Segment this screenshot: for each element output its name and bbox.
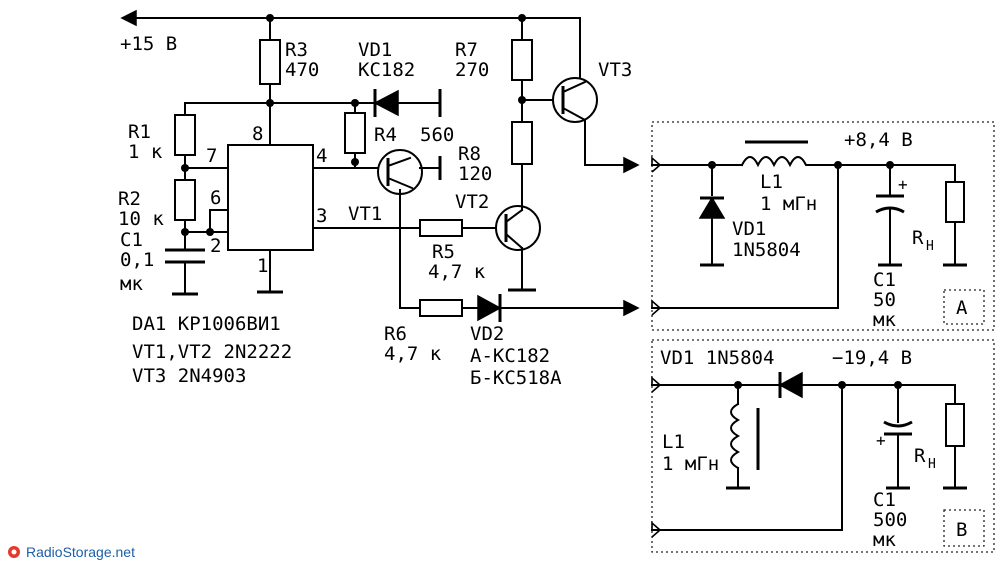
panel-a-vd1-value: 1N5804 <box>732 239 801 261</box>
pin-6: 6 <box>210 187 221 209</box>
pin-3: 3 <box>316 205 327 227</box>
panel-a-rh <box>945 181 965 223</box>
r1-ref: R1 <box>128 121 151 143</box>
vt1-transistor <box>377 149 423 195</box>
vd2-zener <box>477 294 502 322</box>
supply-label: +15 В <box>120 33 177 55</box>
r4-resistor <box>344 112 366 154</box>
panel-b-voltage: −19,4 В <box>832 347 912 369</box>
r4-ref: R4 <box>374 124 397 146</box>
panel-b-l1-value: 1 мГн <box>662 453 719 475</box>
panel-a-c1-value: 50 <box>873 289 896 311</box>
vd2-line-b: Б-КС518А <box>470 367 562 389</box>
supply-arrow <box>120 9 137 27</box>
r3-ref: R3 <box>285 39 308 61</box>
r2-value: 10 к <box>118 208 164 230</box>
transistors-line2: VT3 2N4903 <box>132 365 246 387</box>
r6-ref: R6 <box>384 323 407 345</box>
pin-2: 2 <box>210 235 221 257</box>
panel-a-c1-unit: мк <box>873 309 896 331</box>
r7-ref: R7 <box>455 39 478 61</box>
panel-b: VD1 1N5804 L1 1 мГн −19,4 В + C1 500 мк … <box>651 339 995 553</box>
panel-b-rh-sub: Н <box>928 457 936 472</box>
panel-a-l1 <box>740 156 839 168</box>
r8-resistor <box>511 121 533 165</box>
panel-b-l1-ref: L1 <box>662 431 685 453</box>
panel-b-c1-polarity: + <box>876 431 886 450</box>
r4-value: 560 <box>420 124 454 146</box>
panel-b-frame <box>651 339 995 553</box>
vd1-ref: VD1 <box>358 39 392 61</box>
r7-value: 270 <box>455 59 489 81</box>
r6-value: 4,7 к <box>384 343 442 365</box>
pin-7: 7 <box>206 145 217 167</box>
panel-a-c1-polarity: + <box>898 175 908 194</box>
panel-a-rh-label: R <box>912 227 924 249</box>
main-circuit: +15 В R3 470 VD1 КС182 R4 560 R1 1 к R2 … <box>118 9 640 389</box>
ic-name: DA1 КР1006ВИ1 <box>132 313 281 335</box>
r5-resistor <box>419 219 463 237</box>
r1-resistor <box>174 114 196 156</box>
vd1-value: КС182 <box>358 59 415 81</box>
watermark-text: RadioStorage.net <box>26 544 135 560</box>
transistors-line1: VT1,VT2 2N2222 <box>132 341 292 363</box>
panel-b-vd1 <box>778 371 803 399</box>
panel-b-c1-unit: мк <box>873 529 896 551</box>
r5-value: 4,7 к <box>428 261 486 283</box>
vt3-ref: VT3 <box>598 59 632 81</box>
r3-resistor <box>259 39 281 85</box>
panel-b-diode: VD1 1N5804 <box>660 347 774 369</box>
vt2-ref: VT2 <box>455 191 489 213</box>
panel-b-c1 <box>883 420 913 428</box>
c1-value: 0,1 <box>120 249 154 271</box>
vd1-zener <box>373 89 399 117</box>
panel-a-tag: А <box>956 297 968 319</box>
r6-resistor <box>419 299 463 317</box>
ic-da1 <box>227 144 314 251</box>
r2-ref: R2 <box>118 188 141 210</box>
panel-b-rh-label: R <box>914 445 926 467</box>
panel-b-l1 <box>730 402 741 470</box>
panel-a: VD1 1N5804 L1 1 мГн +8,4 В + C1 50 мк R … <box>651 121 995 331</box>
panel-a-c1-ref: C1 <box>873 269 896 291</box>
vd2-line-a: А-КС182 <box>470 345 550 367</box>
r2-resistor <box>174 179 196 221</box>
vt1-ref: VT1 <box>348 203 382 225</box>
c1-ref: C1 <box>120 229 143 251</box>
panel-a-l1-ref: L1 <box>760 171 783 193</box>
watermark: RadioStorage.net <box>8 544 135 560</box>
vd2-ref: VD2 <box>470 323 504 345</box>
r3-value: 470 <box>285 59 319 81</box>
panel-a-vd1-ref: VD1 <box>732 218 766 240</box>
panel-b-c1-ref: C1 <box>873 489 896 511</box>
r8-ref: R8 <box>458 143 481 165</box>
pin-4: 4 <box>316 145 327 167</box>
supply-rail <box>129 17 581 86</box>
r8-value: 120 <box>458 163 492 185</box>
pin-1: 1 <box>257 255 268 277</box>
panel-a-rh-sub: Н <box>926 239 934 254</box>
c1-unit: мк <box>120 273 143 295</box>
panel-a-vd1 <box>698 196 726 219</box>
panel-a-voltage: +8,4 В <box>844 129 913 151</box>
panel-b-c1-value: 500 <box>873 509 907 531</box>
panel-a-frame <box>651 121 995 331</box>
r1-value: 1 к <box>128 141 163 163</box>
panel-b-tag: В <box>956 519 967 541</box>
pin-8: 8 <box>252 123 263 145</box>
panel-b-rh <box>945 403 965 447</box>
r7-resistor <box>511 39 533 81</box>
panel-a-l1-value: 1 мГн <box>760 193 817 215</box>
r5-ref: R5 <box>432 241 455 263</box>
